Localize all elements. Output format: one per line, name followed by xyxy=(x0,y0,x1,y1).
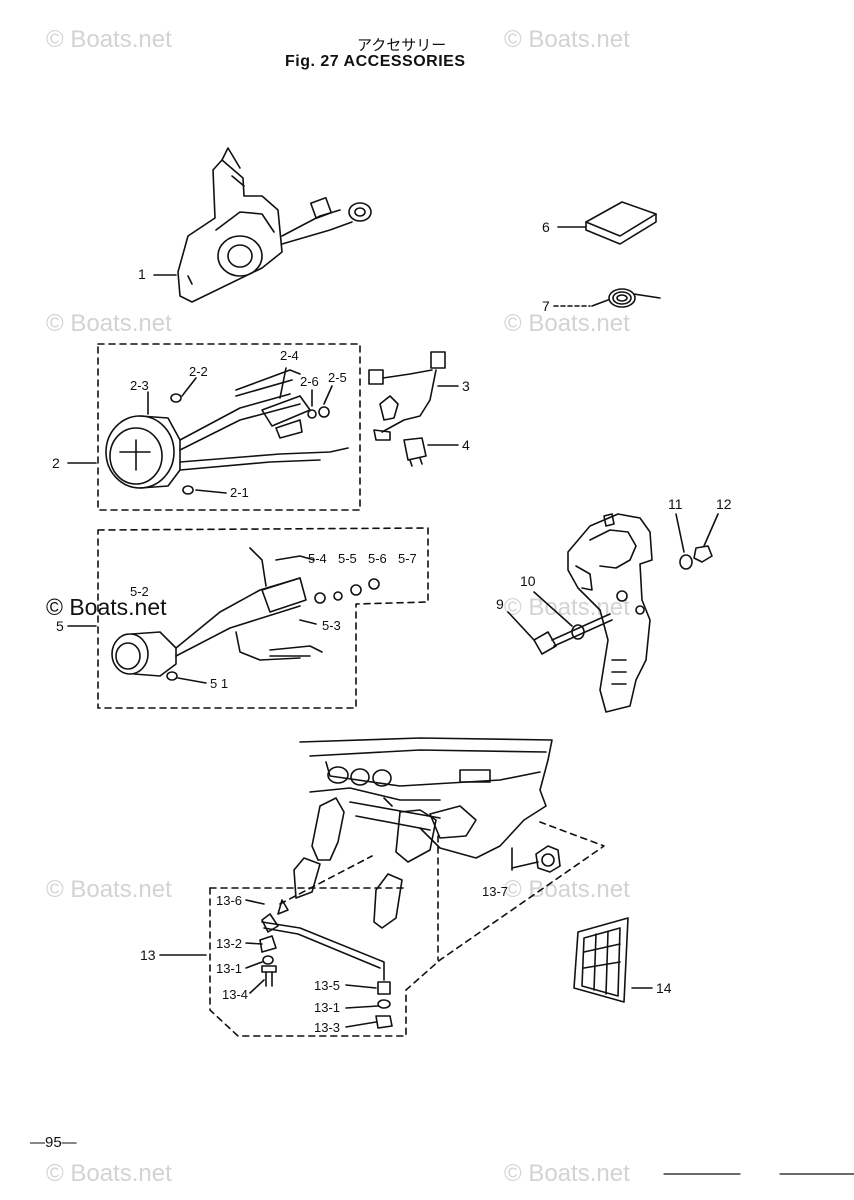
callout-1: 1 xyxy=(138,266,146,282)
callout-5-2: 5-2 xyxy=(130,584,149,599)
callout-2: 2 xyxy=(52,455,60,471)
figure-title-japanese: アクセサリー xyxy=(357,36,447,54)
shift-rod-parts-drawing xyxy=(259,935,393,1029)
watermark: © Boats.net xyxy=(46,26,172,53)
callout-13-4: 13-4 xyxy=(222,987,249,1002)
callout-2-3: 2-3 xyxy=(130,378,149,393)
callout-5-6: 5-6 xyxy=(368,551,387,566)
figure-title: Fig. 27 ACCESSORIES xyxy=(285,53,466,70)
engine-bottom-cowl-drawing xyxy=(293,737,553,929)
callout-5-4: 5-4 xyxy=(308,551,327,566)
callout-13-6: 13-6 xyxy=(216,893,243,908)
callout-11: 11 xyxy=(668,496,683,512)
callout-13-3: 13-3 xyxy=(314,1020,341,1035)
trim-meter-drawing xyxy=(111,547,323,681)
shift-rod-drawing xyxy=(261,899,385,981)
watermark: © Boats.net xyxy=(504,876,630,903)
wire-harness-drawing xyxy=(368,351,446,441)
bolt-drawing xyxy=(533,613,613,655)
callout-13: 13 xyxy=(140,947,156,963)
callout-5-3: 5-3 xyxy=(322,618,341,633)
remote-control-box-drawing xyxy=(177,147,372,303)
callout-2-5: 2-5 xyxy=(328,370,347,385)
callout-7: 7 xyxy=(542,298,550,314)
stern-bracket-drawing xyxy=(567,513,653,713)
callout-5: 5 xyxy=(56,618,64,634)
callout-10: 10 xyxy=(520,573,536,589)
callout-14: 14 xyxy=(656,980,672,996)
callout-6: 6 xyxy=(542,219,550,235)
callout-3: 3 xyxy=(462,378,470,394)
watermark: © Boats.net xyxy=(504,26,630,53)
callout-5-1: 5 1 xyxy=(210,676,229,691)
callout-4: 4 xyxy=(462,437,470,453)
callout-13-1: 13-1 xyxy=(314,1000,341,1015)
callout-2-4: 2-4 xyxy=(280,348,299,363)
page-number: —95— xyxy=(30,1134,77,1151)
tachometer-drawing xyxy=(105,369,349,495)
connector-cap-drawing xyxy=(403,437,427,467)
callout-12: 12 xyxy=(716,496,732,512)
callout-9: 9 xyxy=(496,596,504,612)
dashed-outline xyxy=(209,821,605,1037)
callout-13-1: 13-1 xyxy=(216,961,243,976)
wire-coil-drawing xyxy=(591,288,661,308)
watermark: © Boats.net xyxy=(46,594,167,620)
watermark: © Boats.net xyxy=(504,310,630,337)
callout-2-6: 2-6 xyxy=(300,374,319,389)
watermark: © Boats.net xyxy=(46,310,172,337)
watermark: © Boats.net xyxy=(504,1160,630,1187)
watermark: © Boats.net xyxy=(46,876,172,903)
watermark: © Boats.net xyxy=(46,1160,172,1187)
callout-2-1: 2-1 xyxy=(230,485,249,500)
decal-plate-drawing xyxy=(573,917,629,1003)
callout-5-7: 5-7 xyxy=(398,551,417,566)
callout-5-5: 5-5 xyxy=(338,551,357,566)
callout-13-5: 13-5 xyxy=(314,978,341,993)
callout-13-7: 13-7 xyxy=(482,884,509,899)
nut-drawing xyxy=(535,845,561,873)
grease-pack-drawing xyxy=(585,201,657,245)
callout-2-2: 2-2 xyxy=(189,364,208,379)
watermark: © Boats.net xyxy=(504,594,630,621)
callout-13-2: 13-2 xyxy=(216,936,243,951)
